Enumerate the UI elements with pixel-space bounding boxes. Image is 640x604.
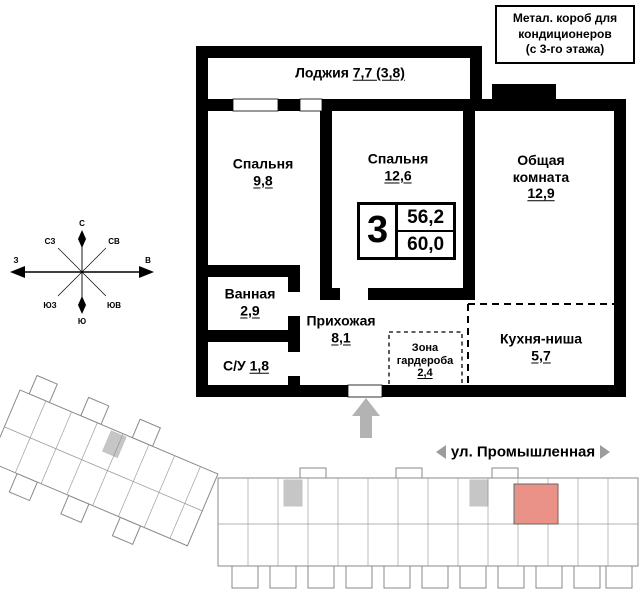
wardrobe-area: 2,4 <box>417 367 433 380</box>
note-line-1: Метал. короб для <box>512 11 618 25</box>
loggia-door-opening <box>299 98 323 112</box>
compass-se-label: ЮВ <box>107 301 121 310</box>
kitchen-area: 5,7 <box>531 347 551 363</box>
wardrobe-name-line2: гардероба <box>396 354 454 367</box>
note-line-3: (с 3-го этажа) <box>525 42 605 57</box>
loggia-area: 7,7 (3,8) <box>352 64 405 81</box>
living-area: 12,9 <box>527 185 555 202</box>
bedroom-2-name: Спальня <box>367 150 429 167</box>
room-label-wardrobe: Зона гардероба 2,4 <box>397 342 454 380</box>
dashed-zone-lines <box>388 303 614 391</box>
compass-e-label: В <box>145 256 151 265</box>
apartment-openings <box>232 98 383 398</box>
wc-name: С/У <box>222 357 246 374</box>
floor-overview-left-wing <box>0 374 219 547</box>
room-label-living: Общая комната 12,9 <box>513 152 569 202</box>
floor-overview-main-band <box>217 467 639 589</box>
wc-area: 1,8 <box>249 357 270 374</box>
compass-w-label: З <box>13 256 18 265</box>
highlighted-unit[interactable] <box>513 483 559 525</box>
compass-nw-label: СЗ <box>45 237 56 246</box>
area-living-value: 56,2 <box>407 207 445 228</box>
apartment-badge: 3 56,2 60,0 <box>357 202 457 260</box>
kitchen-niche-boundary <box>467 303 614 386</box>
bathroom-name: Ванная <box>224 285 276 302</box>
entrance-arrow-icon <box>352 398 380 438</box>
room-label-bathroom: Ванная 2,9 <box>225 285 276 318</box>
wardrobe-zone-boundary <box>388 331 463 391</box>
room-label-hallway: Прихожая 8,1 <box>306 312 375 345</box>
loggia-window <box>232 98 279 112</box>
bedroom-1-name: Спальня <box>232 155 294 172</box>
area-total-value: 60,0 <box>398 230 454 257</box>
floor-overview-schematic <box>0 374 639 589</box>
bedroom-1-area: 9,8 <box>253 172 273 188</box>
wardrobe-name-line1: Зона <box>411 342 439 355</box>
street-direction-arrows <box>436 445 610 459</box>
conditioner-duct-box <box>492 84 556 111</box>
living-name-line1: Общая <box>517 152 565 169</box>
compass-n-label: С <box>79 219 85 228</box>
conditioner-note-box: Метал. короб для кондиционеров (с 3-го э… <box>495 5 635 64</box>
room-label-wc: С/У 1,8 <box>223 358 269 375</box>
room-label-bedroom-1: Спальня 9,8 <box>233 155 293 188</box>
room-label-loggia: Лоджия 7,7 (3,8) <box>295 65 405 82</box>
kitchen-name: Кухня-ниша <box>499 330 583 347</box>
compass-sw-label: ЮЗ <box>43 301 56 310</box>
compass-s-label: Ю <box>78 317 86 326</box>
room-label-kitchen: Кухня-ниша 5,7 <box>500 330 582 363</box>
bedroom-2-area: 12,6 <box>384 167 412 183</box>
bathroom-area: 2,9 <box>240 302 260 318</box>
note-line-2: кондиционеров <box>518 26 612 41</box>
badge-areas: 56,2 60,0 <box>395 205 454 257</box>
living-name-line2: комната <box>512 168 570 185</box>
room-label-bedroom-2: Спальня 12,6 <box>368 150 428 183</box>
apartment-walls <box>196 46 626 397</box>
compass-rose: С Ю В З СВ СЗ ЮВ ЮЗ <box>10 219 154 326</box>
rooms-count: 3 <box>367 209 389 251</box>
street-name-label: ул. Промышленная <box>450 443 596 461</box>
hallway-name: Прихожая <box>306 312 376 329</box>
hallway-area: 8,1 <box>331 329 351 345</box>
street-arrow-right-icon <box>600 445 610 459</box>
loggia-name: Лоджия <box>295 64 349 81</box>
street-arrow-left-icon <box>436 445 446 459</box>
entrance-door-opening <box>347 384 383 398</box>
compass-ne-label: СВ <box>108 237 120 246</box>
